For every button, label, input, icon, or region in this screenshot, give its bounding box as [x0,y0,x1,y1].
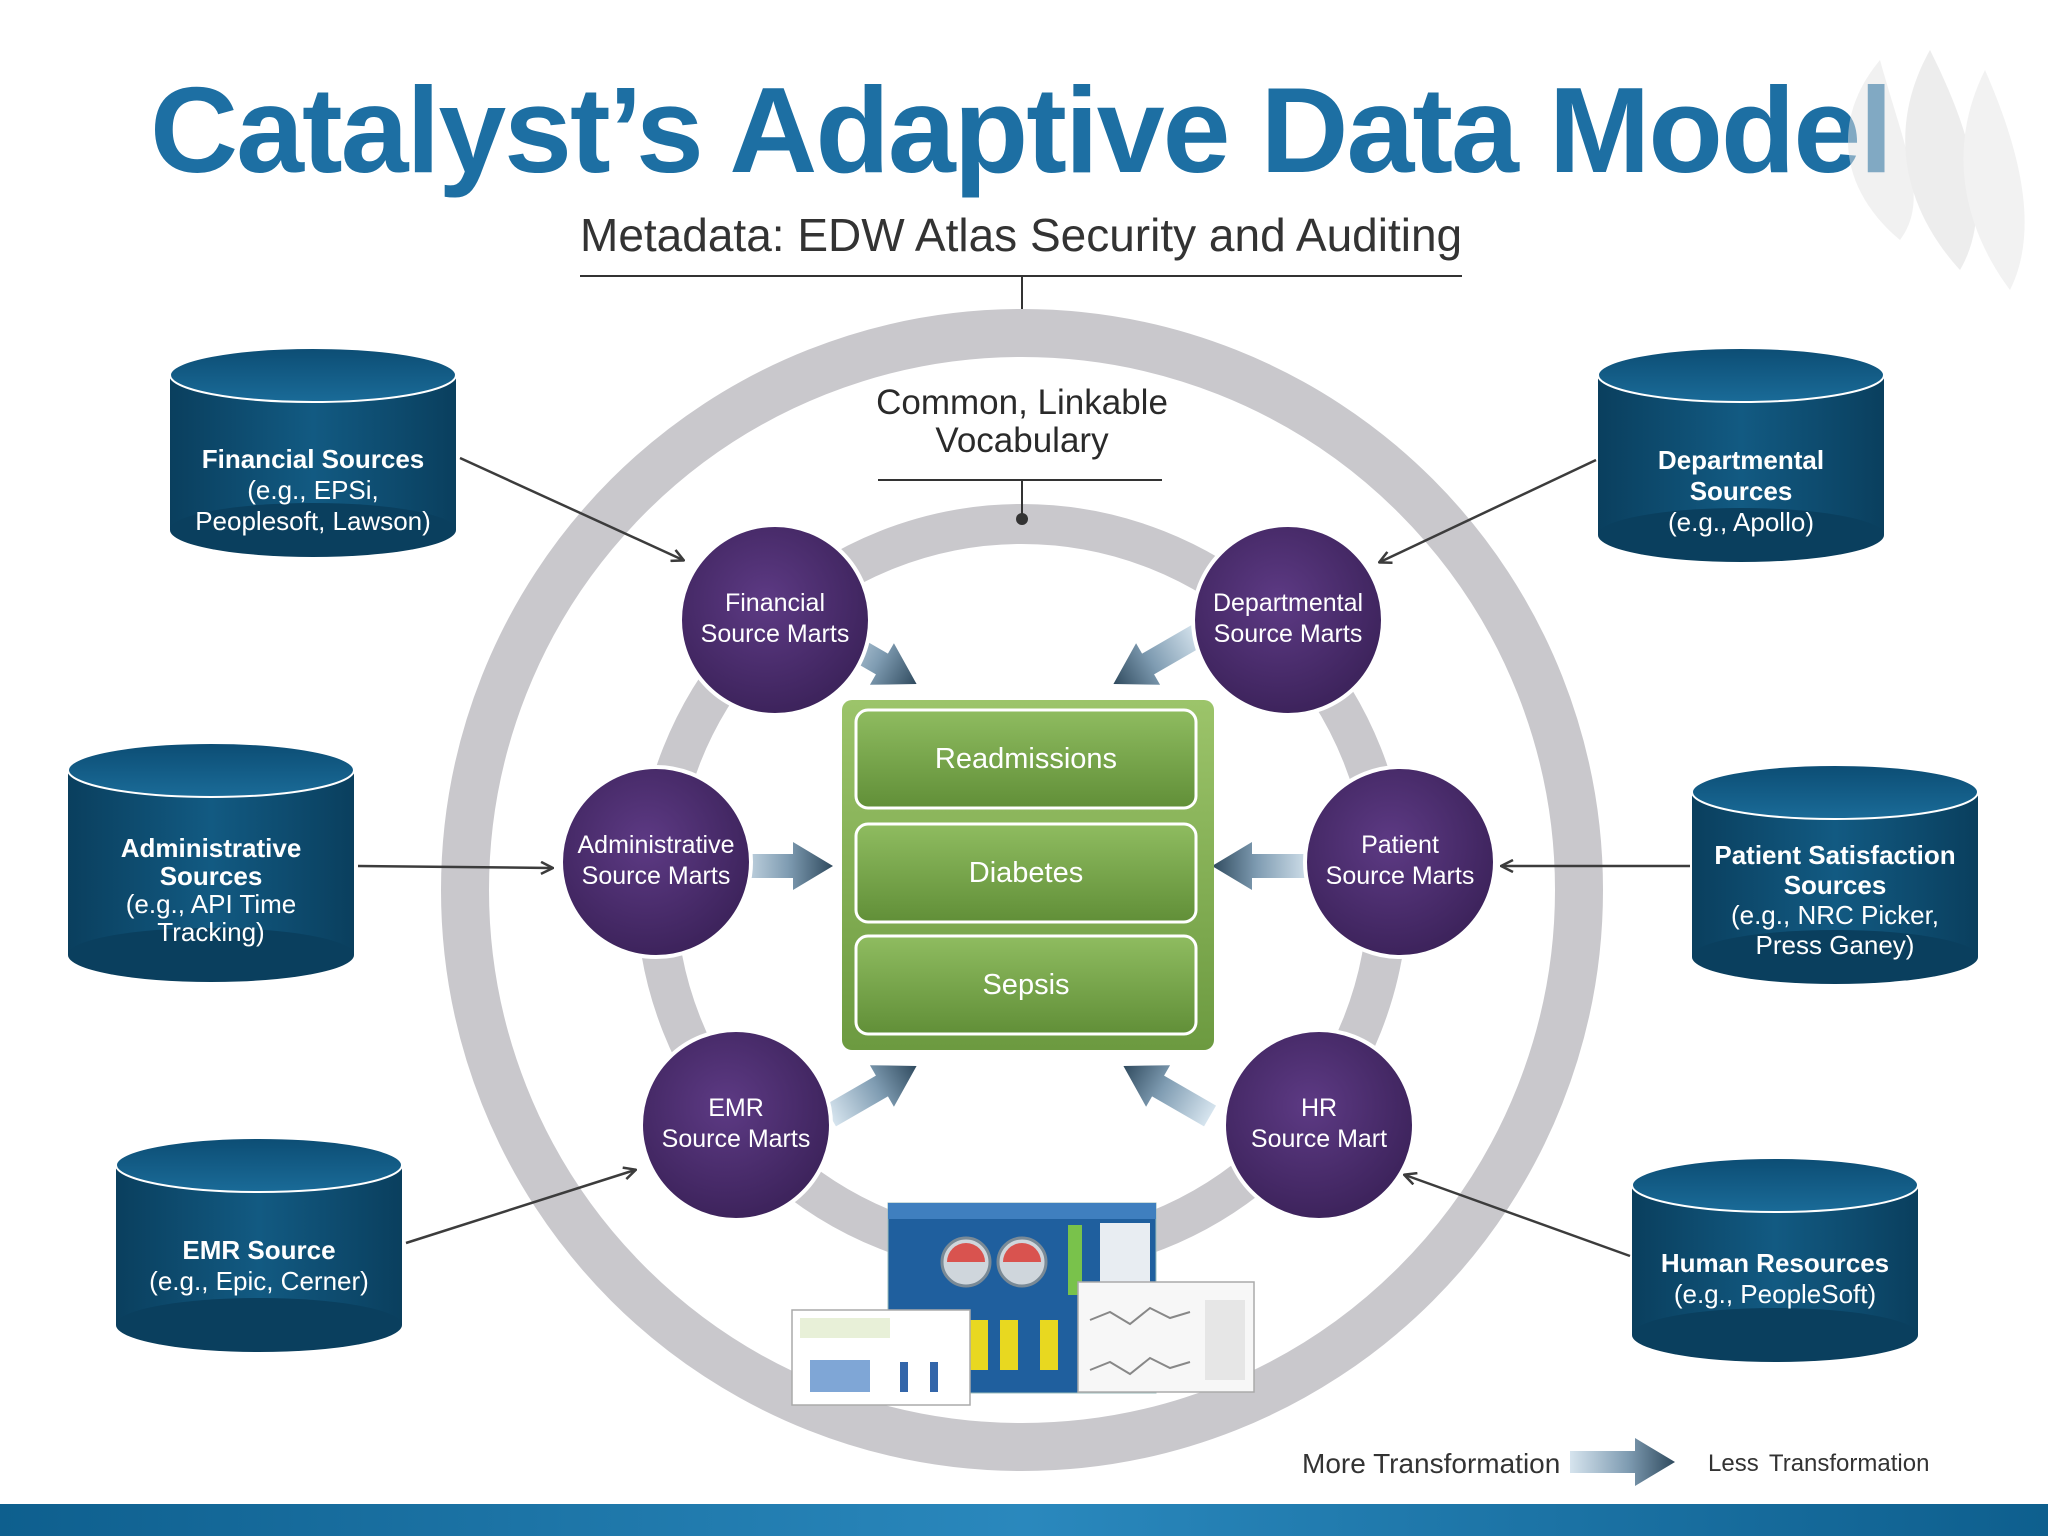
arrow-human-resources [1405,1175,1631,1258]
mart-emr-circle [639,1028,833,1222]
arrow-emr [405,1170,635,1245]
legend-arrow-icon [1570,1438,1675,1486]
source-title-line: EMR Source [182,1235,336,1265]
mart-label-line: Administrative [577,831,735,859]
mart-label-line: Source Marts [1325,862,1475,890]
source-title-line: Administrative [120,833,302,863]
source-administrative-label: Administrative Sources (e.g., API Time T… [68,834,354,946]
hub-bar-diabetes-bg [854,822,1198,924]
flow-arrow-emr [823,1065,917,1127]
database-departmental [1597,347,1885,562]
flow-arrow-administrative [733,842,833,890]
page-title: Catalyst’s Adaptive Data Model [150,62,1893,198]
source-example-line: (e.g., EPSi, [247,475,379,505]
mart-hr-circle [1222,1028,1416,1222]
mart-emr-label: EMR Source Marts [641,1093,831,1155]
source-example-line: (e.g., PeopleSoft) [1673,1279,1877,1309]
source-title-line: Departmental [1657,445,1825,475]
arrow-financial [459,456,683,560]
vocabulary-line-2: Vocabulary [935,421,1109,460]
source-example-line: (e.g., API Time [125,889,297,919]
database-administrative [67,742,355,982]
mart-label-line: Source Marts [1213,620,1363,648]
source-example-line: (e.g., NRC Picker, [1730,900,1940,930]
arrow-departmental [1380,458,1597,562]
arrow-administrative [357,866,552,868]
database-emr [115,1137,403,1352]
mart-patient-circle [1303,765,1497,959]
flow-arrow-hr [1123,1065,1217,1127]
hub-bar-sepsis-bg [854,934,1198,1036]
source-title-line: Financial Sources [201,444,425,474]
source-emr-label: EMR Source (e.g., Epic, Cerner) [116,1235,402,1297]
metadata-heading: Metadata: EDW Atlas Security and Auditin… [580,209,1463,261]
mart-label-line: Source Mart [1250,1125,1388,1153]
mart-label-line: Departmental [1212,589,1364,617]
source-title-line: Sources [1689,476,1793,506]
footer-band [0,1504,2048,1536]
mart-patient-label: Patient Source Marts [1305,830,1495,892]
mart-financial-label: Financial Source Marts [680,588,870,650]
hub-item-readmissions: Readmissions [934,742,1118,775]
flow-arrow-departmental [1113,623,1207,685]
source-patient-satisfaction-label: Patient Satisfaction Sources (e.g., NRC … [1692,840,1978,960]
mart-label-line: Source Marts [581,862,731,890]
source-title-line: Patient Satisfaction [1714,840,1956,870]
flow-arrow-patient [1212,842,1312,890]
database-patient-satisfaction [1691,764,1979,984]
database-human-resources [1631,1157,1919,1362]
source-departmental-label: Departmental Sources (e.g., Apollo) [1598,445,1884,538]
source-human-resources-label: Human Resources (e.g., PeopleSoft) [1632,1248,1918,1310]
legend-more-transformation: More Transformation [1302,1448,1561,1479]
mart-label-line: EMR [708,1094,764,1122]
hub-item-sepsis: Sepsis [982,968,1070,1001]
source-title-line: Sources [1783,870,1887,900]
source-example-line: Peoplesoft, Lawson) [195,506,431,536]
mart-label-line: Source Marts [700,620,850,648]
vocabulary-heading: Common, Linkable Vocabulary [820,384,1224,460]
source-title-line: Sources [159,861,263,891]
dashboard-screenshots [791,1202,1255,1406]
legend-less-transformation: Less Transformation [1708,1450,1930,1477]
mart-label-line: Source Marts [661,1125,811,1153]
mart-label-line: Patient [1361,831,1439,859]
source-example-line: Press Ganey) [1755,930,1915,960]
hub-bar-readmissions-bg [854,708,1198,810]
source-example-line: (e.g., Apollo) [1668,507,1814,537]
source-example-line: Tracking) [157,917,265,947]
vocab-connector-dot [1016,513,1028,525]
mart-label-line: HR [1300,1094,1338,1122]
vocabulary-line-1: Common, Linkable [876,383,1168,422]
mart-label-line: Financial [724,589,826,617]
source-financial-label: Financial Sources (e.g., EPSi, Peoplesof… [170,444,456,537]
flame-logo-icon [1847,50,2025,290]
hub-item-diabetes: Diabetes [968,856,1084,889]
source-title-line: Human Resources [1660,1248,1890,1278]
database-financial [169,347,457,557]
mart-departmental-label: Departmental Source Marts [1193,588,1383,650]
mart-hr-label: HR Source Mart [1224,1093,1414,1155]
outer-ring [441,309,1603,1471]
mart-financial-circle [678,523,872,717]
mart-administrative-label: Administrative Source Marts [561,830,751,892]
source-example-line: (e.g., Epic, Cerner) [149,1266,369,1296]
mart-departmental-circle [1191,523,1385,717]
mart-administrative-circle [559,765,753,959]
